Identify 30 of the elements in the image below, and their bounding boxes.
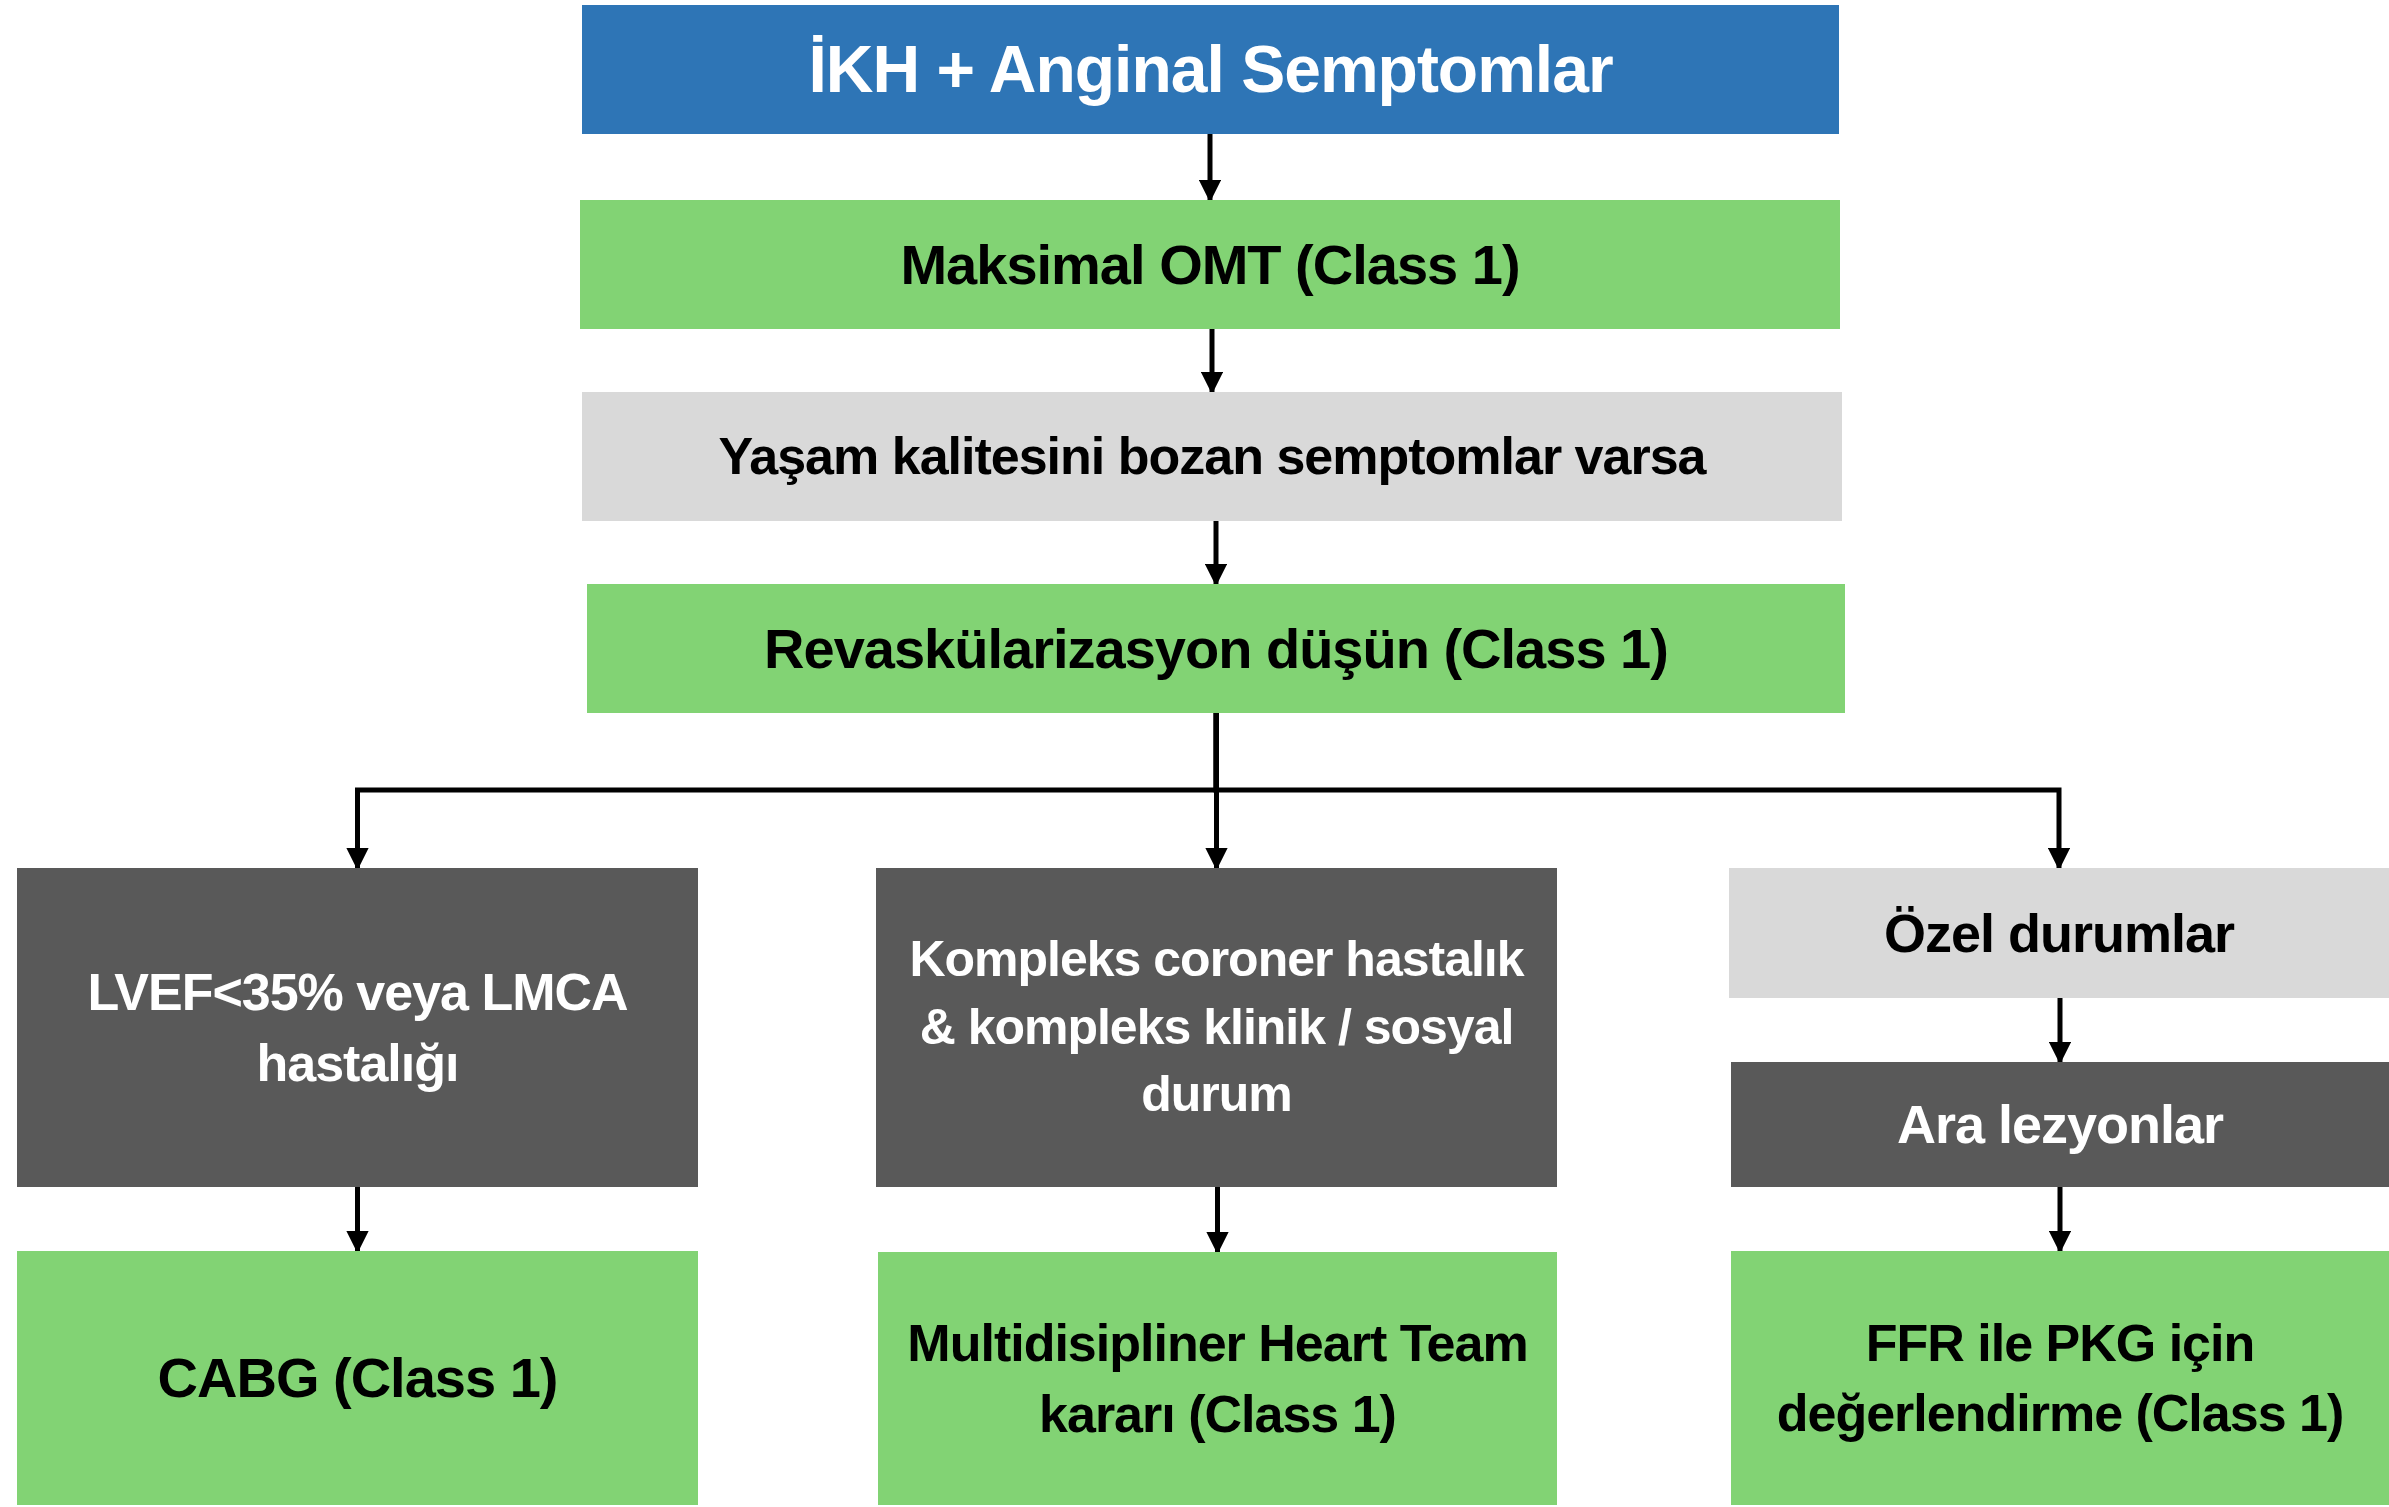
flow-box <box>1731 1062 2389 1187</box>
arrow <box>346 1187 369 1254</box>
flow-box <box>580 200 1840 329</box>
flow-box <box>876 868 1557 1187</box>
box-label: Ara lezyonlar <box>1896 1093 2224 1157</box>
flow-box <box>1731 1251 2389 1505</box>
flow-box <box>582 392 1842 521</box>
box-label: Özel durumlar <box>1883 901 2235 965</box>
box-label: Maksimal OMT (Class 1) <box>900 231 1520 298</box>
box-label: Revaskülarizasyon düşün (Class 1) <box>764 615 1668 682</box>
flow-box <box>587 584 1845 713</box>
box-label: LVEF<35% veya LMCA hastalığı <box>86 962 629 1094</box>
box-label: Multidisipliner Heart Team kararı (Class 1) <box>906 1313 1529 1445</box>
arrow <box>1198 134 1222 203</box>
arrow <box>1206 1187 1229 1255</box>
flow-box <box>17 1251 698 1505</box>
box-label: Kompleks coroner hastalık & kompleks klinik / sosyal durum <box>908 930 1526 1125</box>
flow-box <box>582 5 1839 134</box>
box-label: CABG (Class 1) <box>157 1345 558 1412</box>
flow-box <box>878 1252 1557 1505</box>
arrow <box>2048 998 2072 1065</box>
arrow <box>1213 713 2071 871</box>
box-label: FFR ile PKG için değerlendirme (Class 1) <box>1775 1312 2345 1444</box>
flow-box <box>17 868 698 1187</box>
box-label: Yaşam kalitesini bozan semptomlar varsa <box>718 426 1706 488</box>
box-label: İKH + Anginal Semptomlar <box>808 30 1613 108</box>
arrow <box>1200 329 1224 395</box>
arrow <box>2048 1187 2072 1254</box>
flow-box <box>1729 868 2389 998</box>
arrow <box>1204 521 1228 587</box>
